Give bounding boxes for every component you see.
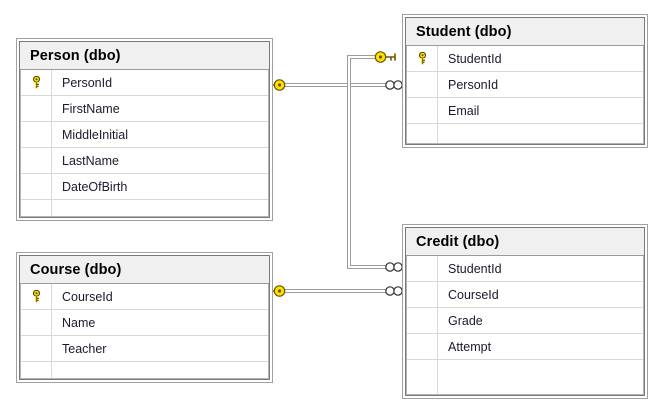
column-row-courseid[interactable]: CourseId — [21, 284, 268, 310]
column-gutter — [21, 148, 52, 173]
table-course-title: Course (dbo) — [30, 261, 122, 278]
column-name: Name — [62, 315, 96, 330]
table-student-title: Student (dbo) — [416, 23, 512, 40]
column-name: Email — [448, 103, 480, 118]
table-course-columns: CourseId Name Teacher — [20, 284, 269, 379]
table-student-header[interactable]: Student (dbo) — [406, 18, 644, 46]
column-row-empty[interactable] — [407, 124, 643, 143]
column-gutter — [21, 70, 52, 95]
column-gutter — [407, 98, 438, 123]
table-student-columns: StudentId PersonId Email — [406, 46, 644, 144]
column-row-personid[interactable]: PersonId — [407, 72, 643, 98]
primary-key-icon — [418, 52, 426, 65]
column-name: PersonId — [448, 77, 499, 92]
column-name: CourseId — [448, 287, 499, 302]
column-gutter — [407, 282, 438, 307]
table-person-frame: Person (dbo) PersonId — [19, 41, 270, 218]
primary-key-icon — [32, 76, 40, 89]
table-student[interactable]: Student (dbo) StudentId — [402, 14, 648, 148]
column-row-name[interactable]: Name — [21, 310, 268, 336]
column-name: Attempt — [448, 339, 492, 354]
primary-key-icon — [32, 290, 40, 303]
column-gutter — [407, 334, 438, 359]
table-student-frame: Student (dbo) StudentId — [405, 17, 645, 145]
table-person-title: Person (dbo) — [30, 47, 121, 64]
column-gutter — [21, 284, 52, 309]
column-row-courseid[interactable]: CourseId — [407, 282, 643, 308]
column-row-teacher[interactable]: Teacher — [21, 336, 268, 362]
column-name: Grade — [448, 313, 483, 328]
column-row-empty[interactable] — [21, 200, 268, 216]
column-name: DateOfBirth — [62, 179, 128, 194]
column-gutter — [407, 256, 438, 281]
table-credit-header[interactable]: Credit (dbo) — [406, 228, 644, 256]
table-credit-columns: StudentId CourseId Grade Attempt — [406, 256, 644, 395]
many-symbol-credit-courseid — [385, 286, 403, 296]
many-symbol-credit-studentid — [385, 262, 403, 272]
many-symbol-student-personid — [385, 80, 403, 90]
relationship-student-credit[interactable] — [347, 55, 386, 269]
column-gutter — [21, 200, 52, 216]
column-gutter — [21, 336, 52, 361]
column-gutter — [21, 362, 52, 378]
table-person[interactable]: Person (dbo) PersonId — [16, 38, 273, 221]
column-row-empty[interactable] — [21, 362, 268, 378]
column-row-personid[interactable]: PersonId — [21, 70, 268, 96]
column-row-lastname[interactable]: LastName — [21, 148, 268, 174]
column-name: LastName — [62, 153, 119, 168]
column-row-dateofbirth[interactable]: DateOfBirth — [21, 174, 268, 200]
table-credit-title: Credit (dbo) — [416, 233, 500, 250]
column-row-email[interactable]: Email — [407, 98, 643, 124]
column-gutter — [407, 72, 438, 97]
column-gutter — [407, 308, 438, 333]
table-course[interactable]: Course (dbo) CourseId — [16, 252, 273, 383]
column-row-studentid[interactable]: StudentId — [407, 256, 643, 282]
table-person-columns: PersonId FirstName MiddleInitial LastNam… — [20, 70, 269, 217]
column-gutter — [21, 310, 52, 335]
column-name: CourseId — [62, 289, 113, 304]
column-gutter — [21, 96, 52, 121]
table-course-frame: Course (dbo) CourseId — [19, 255, 270, 380]
column-name: MiddleInitial — [62, 127, 129, 142]
column-row-studentid[interactable]: StudentId — [407, 46, 643, 72]
table-person-header[interactable]: Person (dbo) — [20, 42, 269, 70]
column-gutter — [407, 124, 438, 143]
column-row-firstname[interactable]: FirstName — [21, 96, 268, 122]
column-gutter — [407, 360, 438, 394]
column-row-attempt[interactable]: Attempt — [407, 334, 643, 360]
column-name: Teacher — [62, 341, 107, 356]
column-name: FirstName — [62, 101, 120, 116]
column-row-empty[interactable] — [407, 360, 643, 394]
column-gutter — [21, 122, 52, 147]
column-gutter — [407, 46, 438, 71]
table-course-header[interactable]: Course (dbo) — [20, 256, 269, 284]
column-name: StudentId — [448, 261, 502, 276]
table-credit-frame: Credit (dbo) StudentId CourseId Grade A — [405, 227, 645, 396]
column-row-middleinitial[interactable]: MiddleInitial — [21, 122, 268, 148]
column-name: StudentId — [448, 51, 502, 66]
column-name: PersonId — [62, 75, 113, 90]
column-gutter — [21, 174, 52, 199]
column-row-grade[interactable]: Grade — [407, 308, 643, 334]
table-credit[interactable]: Credit (dbo) StudentId CourseId Grade A — [402, 224, 648, 399]
